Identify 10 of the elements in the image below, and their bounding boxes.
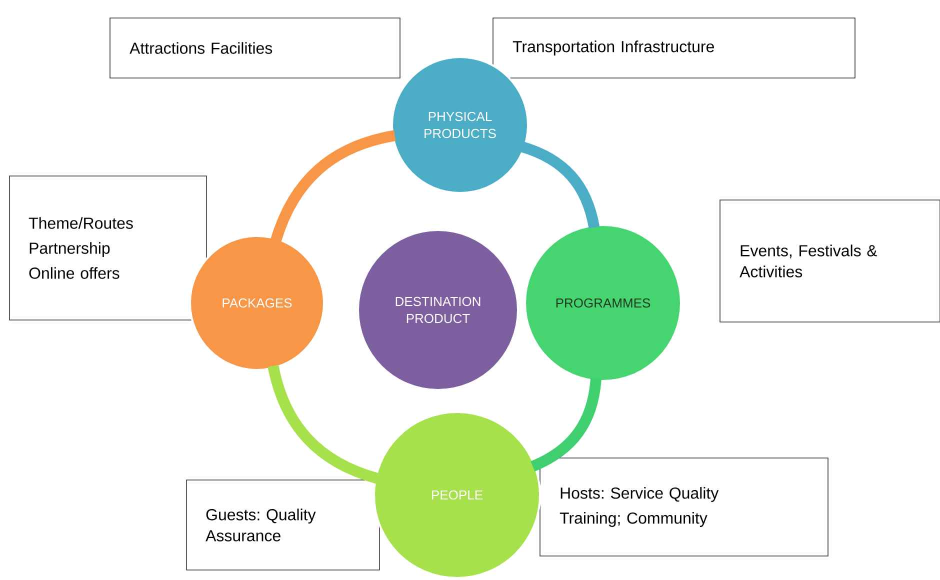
arc-connector [268,364,380,484]
arc-connector [270,130,396,243]
text-box: Attractions Facilities [110,18,400,78]
arc-connector [520,142,600,229]
text-box: Transportation Infrastructure [492,18,856,78]
arc-connector [530,378,602,472]
text-box: Hosts: Service Quality Training; Community [540,458,828,556]
text-box: Theme/Routes Partnership Online offers [9,176,207,320]
text-box: Guests: Quality Assurance [186,480,380,570]
text-box: Events, Festivals & Activities [720,200,940,322]
